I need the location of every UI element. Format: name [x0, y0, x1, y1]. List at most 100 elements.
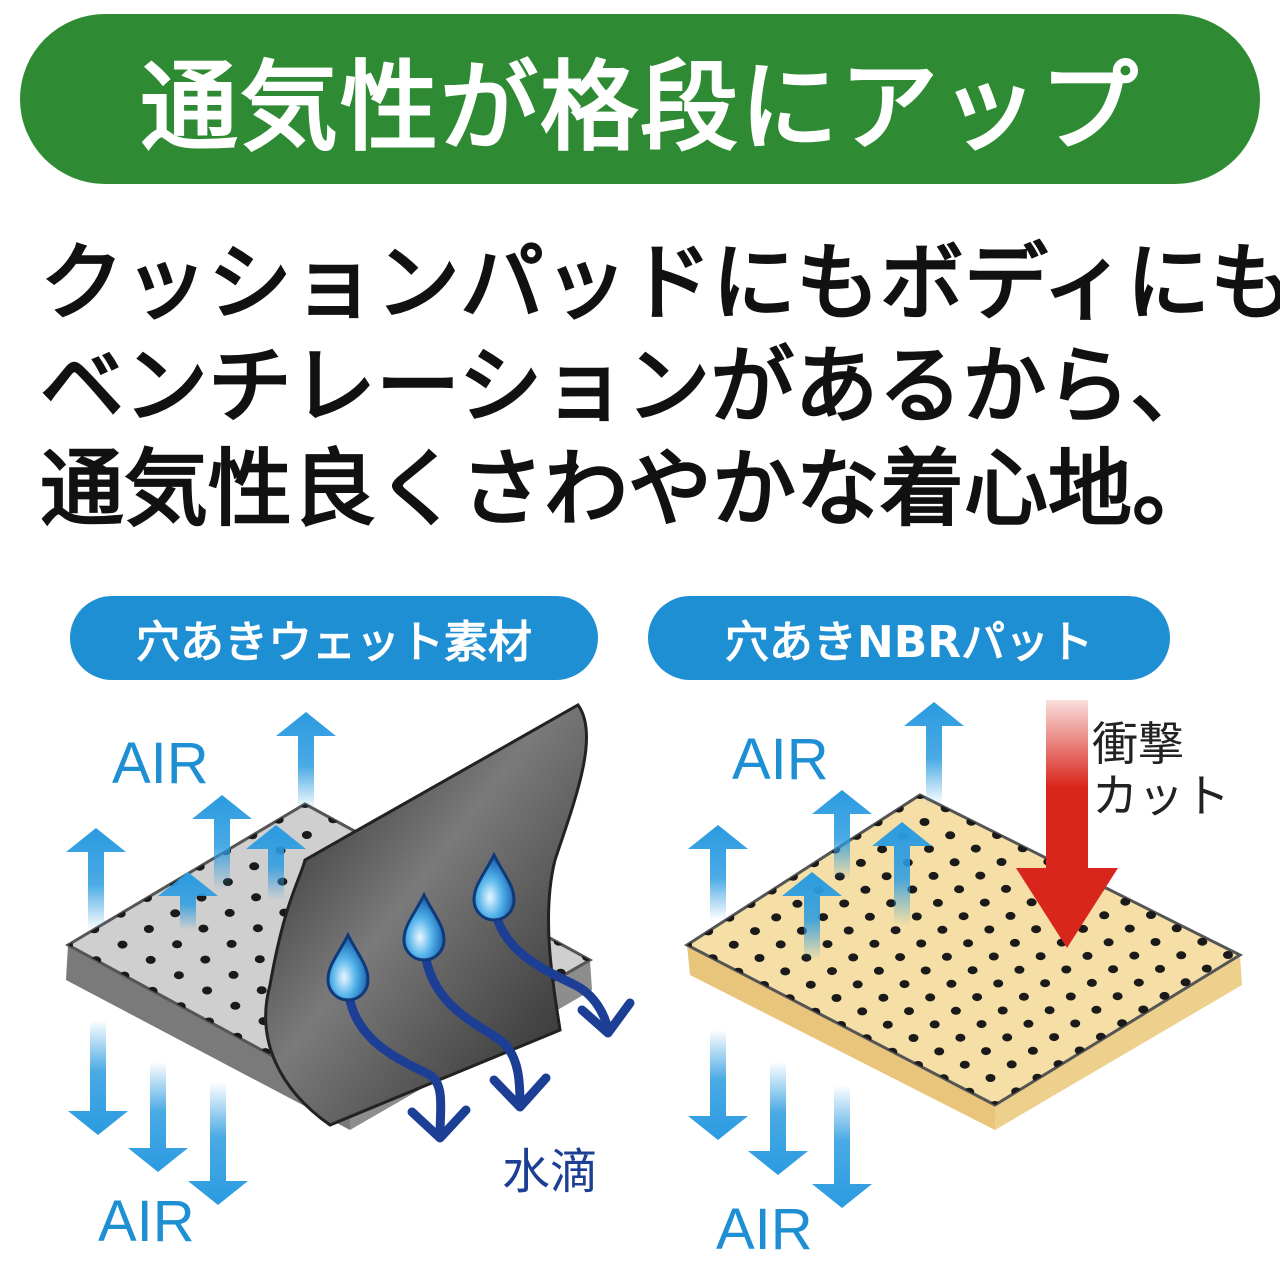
perforation-hole [1159, 991, 1170, 1000]
perforation-hole [827, 967, 837, 976]
water-drops [326, 851, 516, 1002]
perforation-hole [251, 893, 262, 902]
perforation-hole [937, 925, 948, 934]
air-up-arrow [812, 790, 872, 880]
perforation-hole [904, 1007, 914, 1016]
perforation-hole [877, 845, 888, 854]
perforation-hole [792, 899, 803, 908]
perforation-hole [1176, 951, 1187, 960]
description: クッションパッドにもボディにも ベンチレーションがあるから、 通気性良くさわやか… [40, 232, 1280, 541]
perforation-hole [172, 940, 183, 949]
air-up-arrow [872, 822, 932, 925]
air-up-arrow [904, 702, 964, 805]
perforation-hole [1155, 964, 1165, 973]
perforation-hole [972, 993, 983, 1002]
perforation-hole [919, 818, 930, 826]
perforation-hole [908, 1034, 919, 1042]
perforation-hole [1031, 925, 1042, 934]
perforation-hole [754, 954, 765, 962]
air-down-arrow [188, 1082, 248, 1205]
perforation-hole [1117, 1019, 1128, 1028]
perforation-hole [1133, 978, 1144, 987]
air-label-top-right: AIR [732, 727, 829, 792]
perforation-hole [984, 925, 995, 934]
perforation-hole [1023, 1019, 1034, 1028]
perforation-hole [256, 986, 267, 995]
perforation-hole [882, 1020, 893, 1029]
perforation-hole [831, 994, 842, 1002]
perforation-hole [855, 858, 866, 867]
perforation-hole [955, 1033, 966, 1042]
air-label-bottom-right: AIR [716, 1197, 813, 1262]
perforation-hole [941, 952, 952, 961]
air-down-arrow [128, 1062, 188, 1172]
header-banner: 通気性が格段にアップ [20, 14, 1260, 184]
perforation-hole [805, 980, 816, 989]
impact-arrow [1016, 700, 1118, 948]
perforation-hole [860, 885, 871, 894]
perforation-hole [873, 966, 884, 975]
air-label-bottom-left: AIR [98, 1189, 195, 1254]
perforation-hole [1009, 938, 1020, 947]
perforation-hole [1086, 978, 1097, 987]
perforation-hole [1201, 964, 1212, 973]
perforation-hole [198, 924, 209, 933]
perforation-hole [252, 924, 263, 933]
perforation-hole [771, 913, 782, 922]
perforation-hole [985, 1074, 996, 1082]
perforation-hole [864, 912, 875, 921]
perforation-hole [1070, 1019, 1081, 1028]
perforation-hole [143, 925, 154, 933]
perforation-hole [1001, 884, 1011, 893]
perforation-hole [979, 898, 990, 907]
perforation-hole [1006, 1060, 1017, 1069]
perforation-hole [1044, 1006, 1055, 1015]
perforation-hole [1091, 1005, 1102, 1014]
perforation-hole [228, 970, 239, 979]
air-up-arrow [688, 825, 748, 920]
perforation-hole [934, 1047, 945, 1056]
perforation-hole [1065, 992, 1076, 1001]
description-line-3: 通気性良くさわやかな着心地。 [40, 440, 1217, 538]
perforation-hole [946, 979, 957, 988]
air-up-arrow [192, 795, 252, 890]
perforation-hole [775, 940, 786, 949]
perforation-hole [1180, 978, 1191, 987]
perforation-hole [145, 955, 156, 964]
perforation-hole [899, 980, 910, 989]
perforation-hole [170, 909, 181, 918]
perforation-hole [1124, 924, 1135, 933]
air-up-arrow [246, 825, 306, 900]
air-up-arrows-left [66, 712, 336, 930]
perforation-hole [1103, 938, 1114, 947]
perforation-hole [1197, 937, 1208, 946]
perforation-hole [1120, 897, 1131, 906]
impact-label-line-2: カット [1092, 770, 1230, 822]
perforation-hole [1018, 992, 1029, 1001]
wet-material-label: 穴あきウェット素材 [70, 596, 598, 680]
perforation-hole [981, 1047, 991, 1056]
perforation-hole [1014, 965, 1025, 974]
perforation-hole [224, 908, 235, 917]
perforation-hole [1005, 911, 1016, 920]
perforation-hole [1150, 938, 1161, 946]
perforation-hole [997, 1006, 1008, 1015]
perforation-hole [780, 967, 791, 976]
page-title: 通気性が格段にアップ [139, 51, 1140, 165]
impact-label-line-1: 衝撃 [1092, 718, 1184, 770]
description-line-2: ベンチレーションがあるから、 [40, 337, 1215, 435]
perforation-hole [967, 966, 978, 975]
perforation-hole [822, 940, 833, 949]
perforation-hole [1027, 1046, 1038, 1055]
air-label-top-left: AIR [112, 731, 209, 796]
perforation-hole [915, 795, 925, 799]
perforation-hole [976, 1020, 987, 1029]
air-up-arrows-right [688, 702, 964, 960]
perforation-hole [954, 885, 965, 894]
illustration [64, 700, 1244, 1208]
perforation-hole [1112, 992, 1123, 1001]
perforation-hole [869, 939, 880, 948]
perforation-hole [920, 966, 931, 975]
perforation-hole [249, 862, 260, 871]
perforation-hole [929, 1020, 940, 1029]
